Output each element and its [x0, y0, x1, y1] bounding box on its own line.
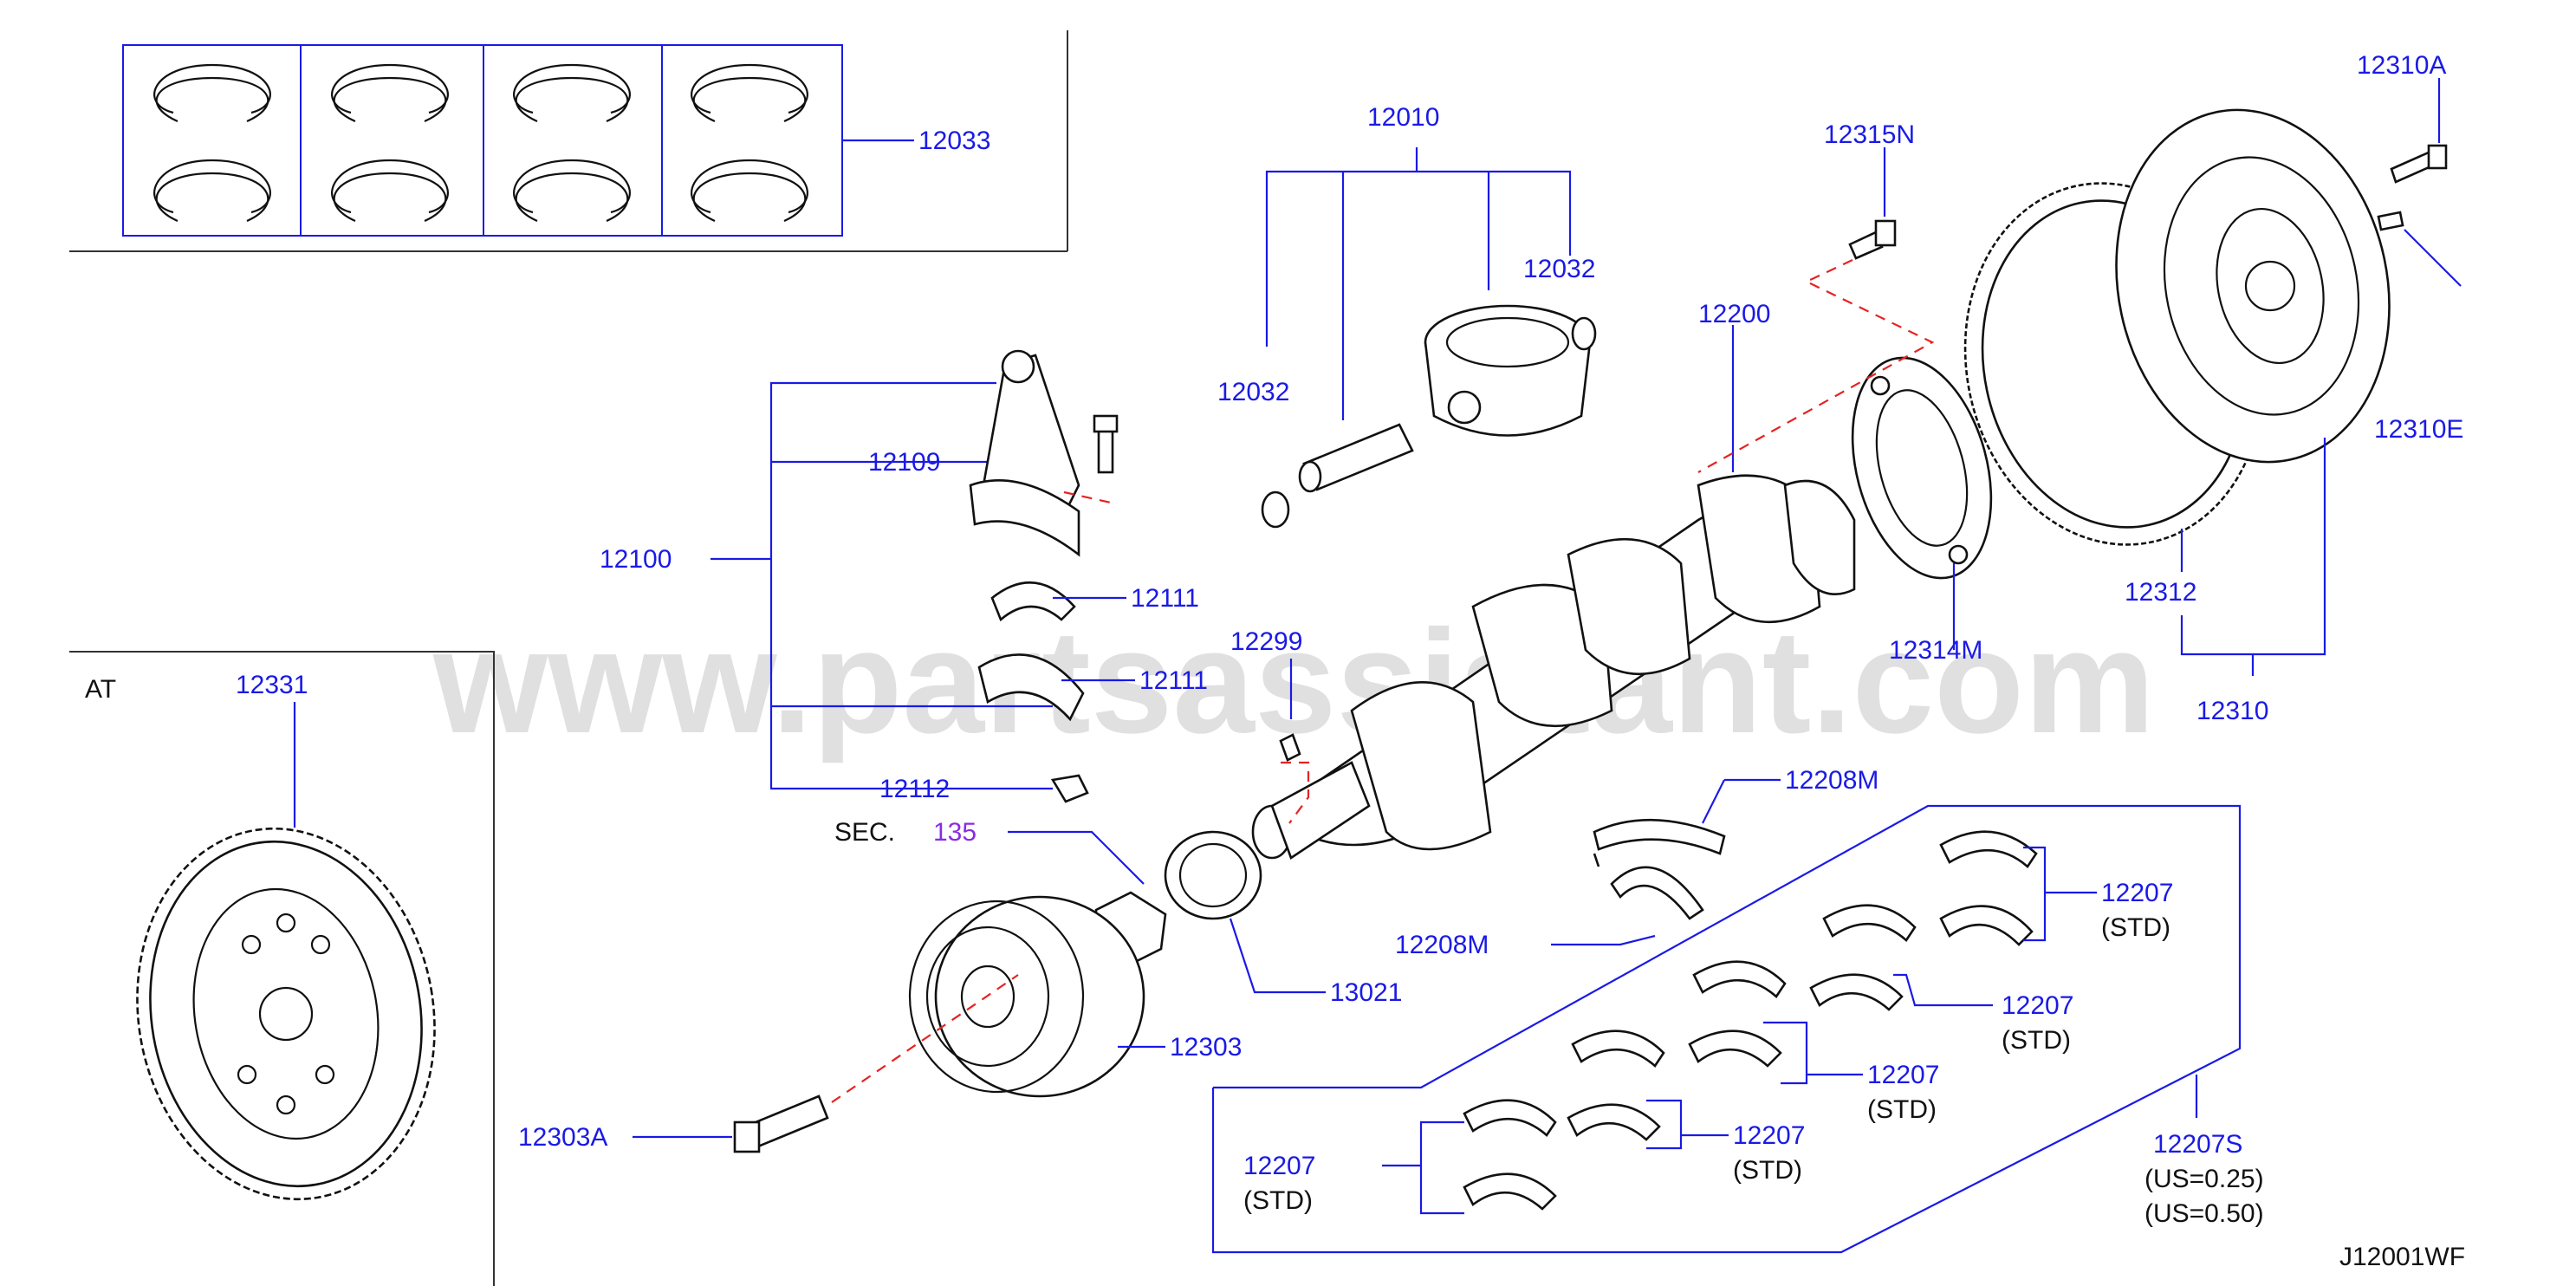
thrust-washers: 12208M 12208M — [1395, 766, 1878, 959]
bearing-part-4: 12207 — [1733, 1121, 1805, 1150]
label-12111-lower: 12111 — [1139, 666, 1208, 695]
label-12032-left: 12032 — [1217, 378, 1289, 406]
label-12033: 12033 — [918, 127, 990, 155]
label-12208M-upper: 12208M — [1785, 766, 1878, 795]
flywheel-assembly: 12310A 12310E 12315N 12312 12310 — [1697, 51, 2463, 725]
connecting-rod-assembly: 12100 12109 12111 12111 12112 — [600, 349, 1208, 803]
label-12112: 12112 — [879, 775, 950, 803]
section-number: 135 — [933, 818, 977, 847]
label-12200: 12200 — [1698, 300, 1770, 328]
label-12312: 12312 — [2125, 578, 2196, 607]
at-drive-plate: AT 12331 — [69, 651, 495, 1286]
bearing-note-1: (STD) — [2101, 913, 2170, 942]
label-12303A: 12303A — [518, 1123, 607, 1152]
bearing-part-2: 12207 — [2002, 991, 2073, 1020]
oversize-note-1: (US=0.25) — [2145, 1165, 2264, 1193]
label-12331: 12331 — [236, 671, 308, 699]
bearing-note-3: (STD) — [1867, 1095, 1937, 1124]
label-12109: 12109 — [868, 448, 940, 477]
label-12208M-lower: 12208M — [1395, 931, 1489, 959]
label-12310E: 12310E — [2374, 415, 2463, 444]
label-12310: 12310 — [2196, 697, 2268, 725]
bearing-part-3: 12207 — [1867, 1061, 1939, 1089]
bearing-part-5: 12207 — [1243, 1152, 1315, 1180]
label-12314M: 12314M — [1889, 636, 1982, 665]
crankshaft: 12200 12299 — [1230, 300, 1856, 860]
label-12032-right: 12032 — [1523, 255, 1595, 283]
label-12310A: 12310A — [2357, 51, 2446, 80]
bearing-note-5: (STD) — [1243, 1186, 1313, 1215]
at-label: AT — [85, 675, 116, 704]
figure-code: J12001WF — [2339, 1243, 2465, 1271]
label-12315N: 12315N — [1824, 120, 1915, 149]
bearing-part-1: 12207 — [2101, 879, 2173, 907]
bearing-note-2: (STD) — [2002, 1026, 2071, 1055]
piston-ring-set: 12033 — [69, 30, 1068, 252]
label-12100: 12100 — [600, 545, 672, 574]
label-12111-upper: 12111 — [1131, 584, 1199, 613]
oversize-note-2: (US=0.50) — [2145, 1199, 2264, 1228]
label-13021: 13021 — [1330, 978, 1402, 1007]
section-prefix: SEC. — [834, 818, 895, 847]
piston-assembly: 12010 12032 12032 — [1217, 103, 1597, 529]
label-12303: 12303 — [1170, 1033, 1242, 1062]
signal-plate: 12314M — [1851, 356, 1993, 665]
label-12010: 12010 — [1367, 103, 1439, 132]
front-pulley-group: SEC. 135 13021 12303 12303A — [518, 818, 1402, 1153]
main-bearing-set: 12207 (STD) 12207 (STD) 12207 (STD) 1220… — [1211, 804, 2264, 1254]
bearing-note-4: (STD) — [1733, 1156, 1802, 1185]
label-12299: 12299 — [1230, 627, 1302, 656]
label-12207S: 12207S — [2153, 1130, 2242, 1159]
